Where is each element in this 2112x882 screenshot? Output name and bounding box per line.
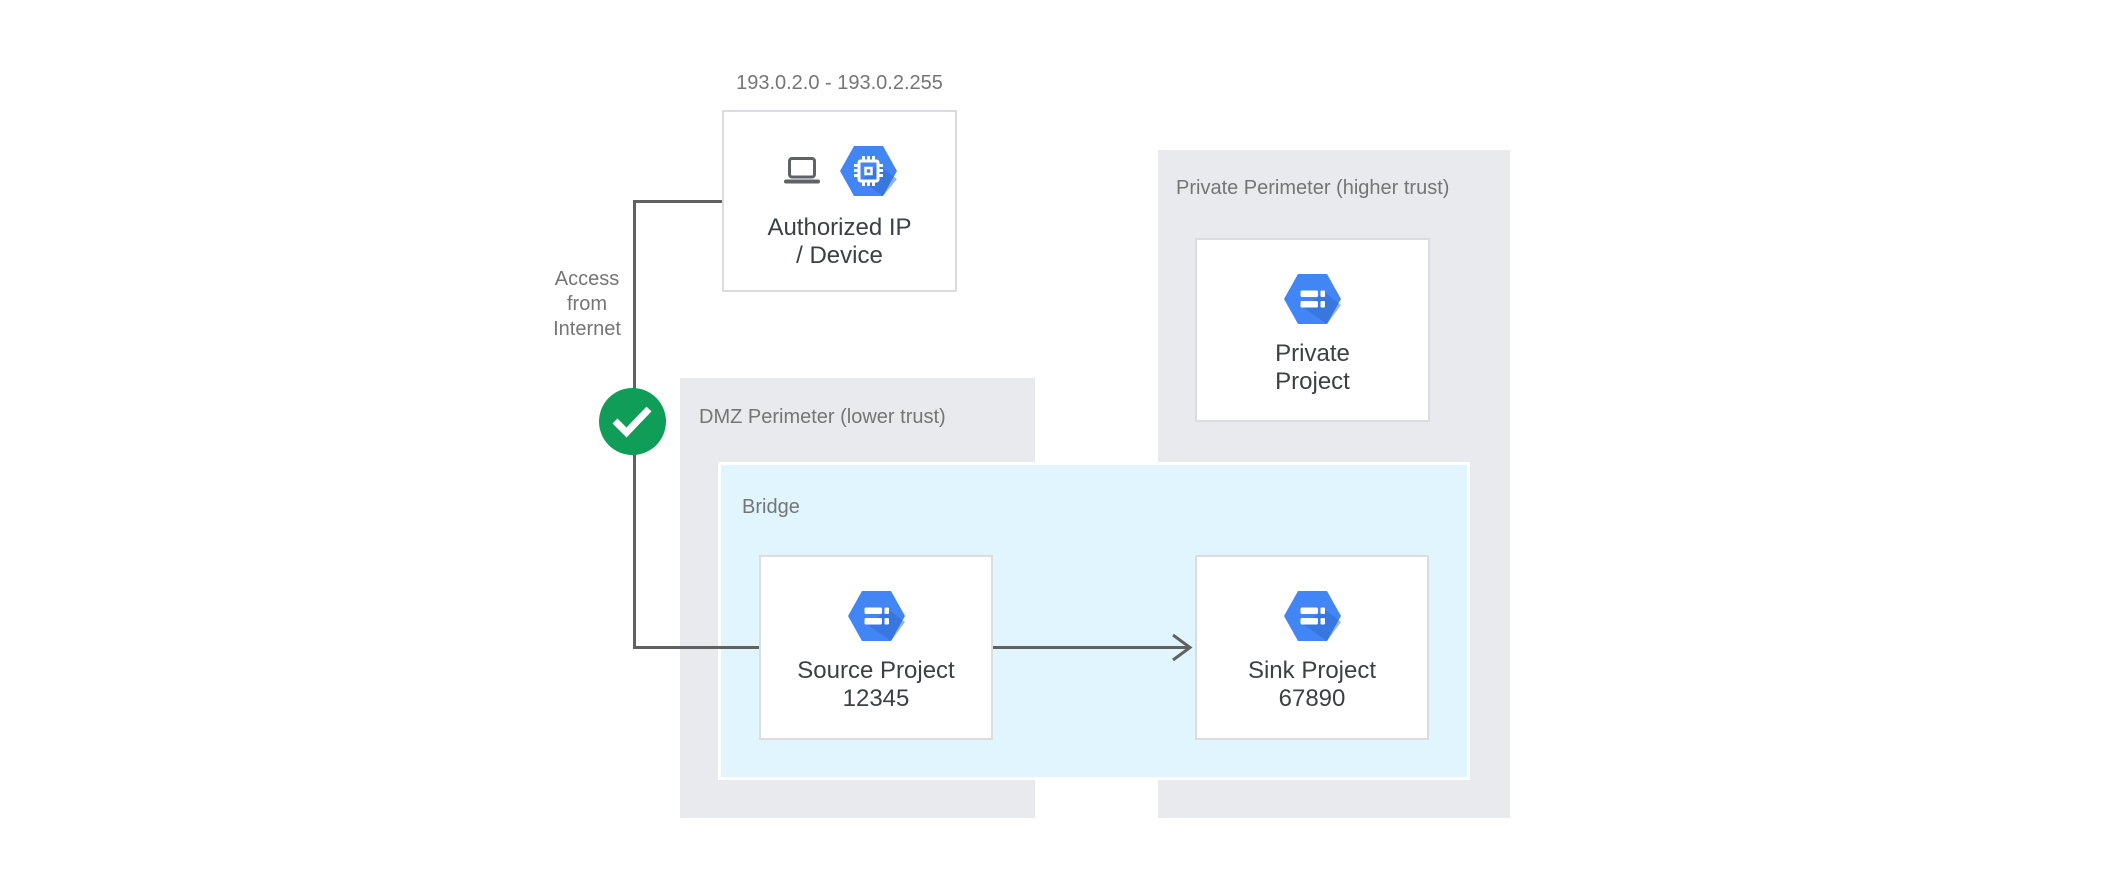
authorized-icon-row	[782, 145, 897, 201]
private-perimeter-title: Private Perimeter (higher trust)	[1176, 177, 1450, 199]
project-hexagon-icon	[847, 591, 905, 641]
project-hexagon-icon	[1284, 274, 1341, 324]
node-sink-project: Sink Project 67890	[1195, 555, 1429, 740]
private-node-label: Private Project	[1275, 340, 1350, 395]
access-allowed-badge	[599, 388, 666, 455]
connector-authorized-horizontal	[633, 200, 724, 203]
node-source-project: Source Project 12345	[759, 555, 993, 740]
node-authorized-ip-device: Authorized IP / Device	[722, 110, 957, 292]
arrowhead-icon	[1172, 633, 1193, 662]
bridge-title: Bridge	[742, 496, 800, 518]
connector-to-source	[633, 646, 761, 649]
sink-node-label: Sink Project 67890	[1247, 657, 1377, 712]
internet-access-label: Access from Internet	[553, 268, 621, 340]
compute-engine-hexagon-icon	[840, 145, 897, 201]
project-hexagon-icon	[1283, 591, 1341, 641]
connector-source-to-sink	[993, 646, 1189, 649]
authorized-node-label: Authorized IP / Device	[767, 214, 912, 269]
source-node-label: Source Project 12345	[797, 657, 955, 712]
ip-range-label: 193.0.2.0 - 193.0.2.255	[736, 72, 943, 94]
node-private-project: Private Project	[1195, 238, 1430, 422]
check-icon	[599, 386, 666, 458]
laptop-icon	[782, 156, 822, 190]
dmz-perimeter-title: DMZ Perimeter (lower trust)	[699, 406, 946, 428]
